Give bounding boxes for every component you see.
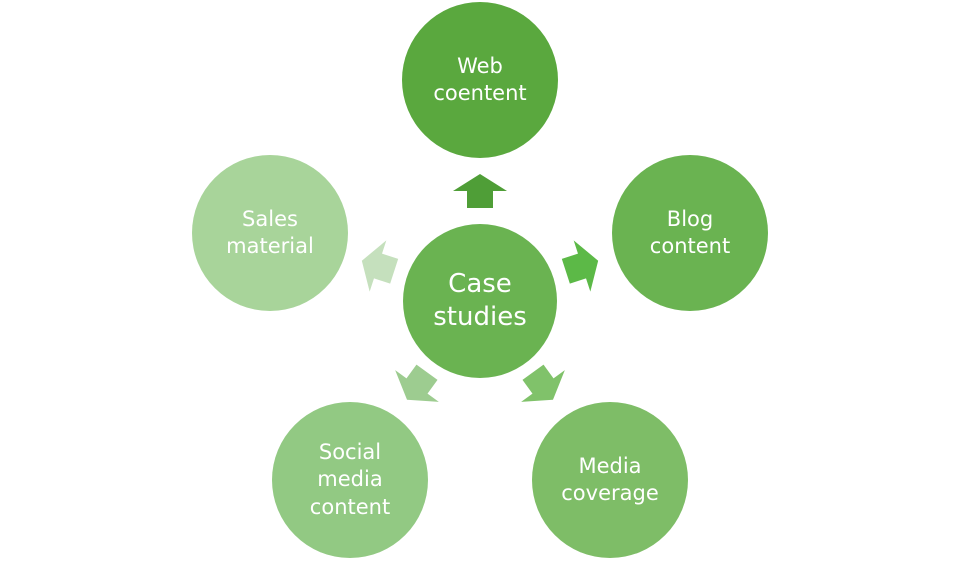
node-blog-content: Blog content [612,155,768,311]
node-sales-material: Sales material [192,155,348,311]
center-node-case-studies: Case studies [403,224,557,378]
node-social-media-content: Social media content [272,402,428,558]
arrow-to-sales-material [361,240,399,292]
node-media-coverage: Media coverage [532,402,688,558]
node-label-blog-content: Blog content [649,206,731,258]
arrow-to-media-coverage [521,364,565,402]
node-label-sales-material: Sales material [226,206,314,258]
node-label-web-content: Web coentent [433,53,527,105]
arrow-to-social-media-content [395,364,439,402]
node-web-content: Web coentent [402,2,558,158]
arrow-to-blog-content [561,240,599,292]
node-label-media-coverage: Media coverage [561,453,659,505]
arrow-to-web-content [453,174,507,208]
node-label-social-media-content: Social media content [309,440,391,519]
center-node-label: Case studies [433,268,527,332]
